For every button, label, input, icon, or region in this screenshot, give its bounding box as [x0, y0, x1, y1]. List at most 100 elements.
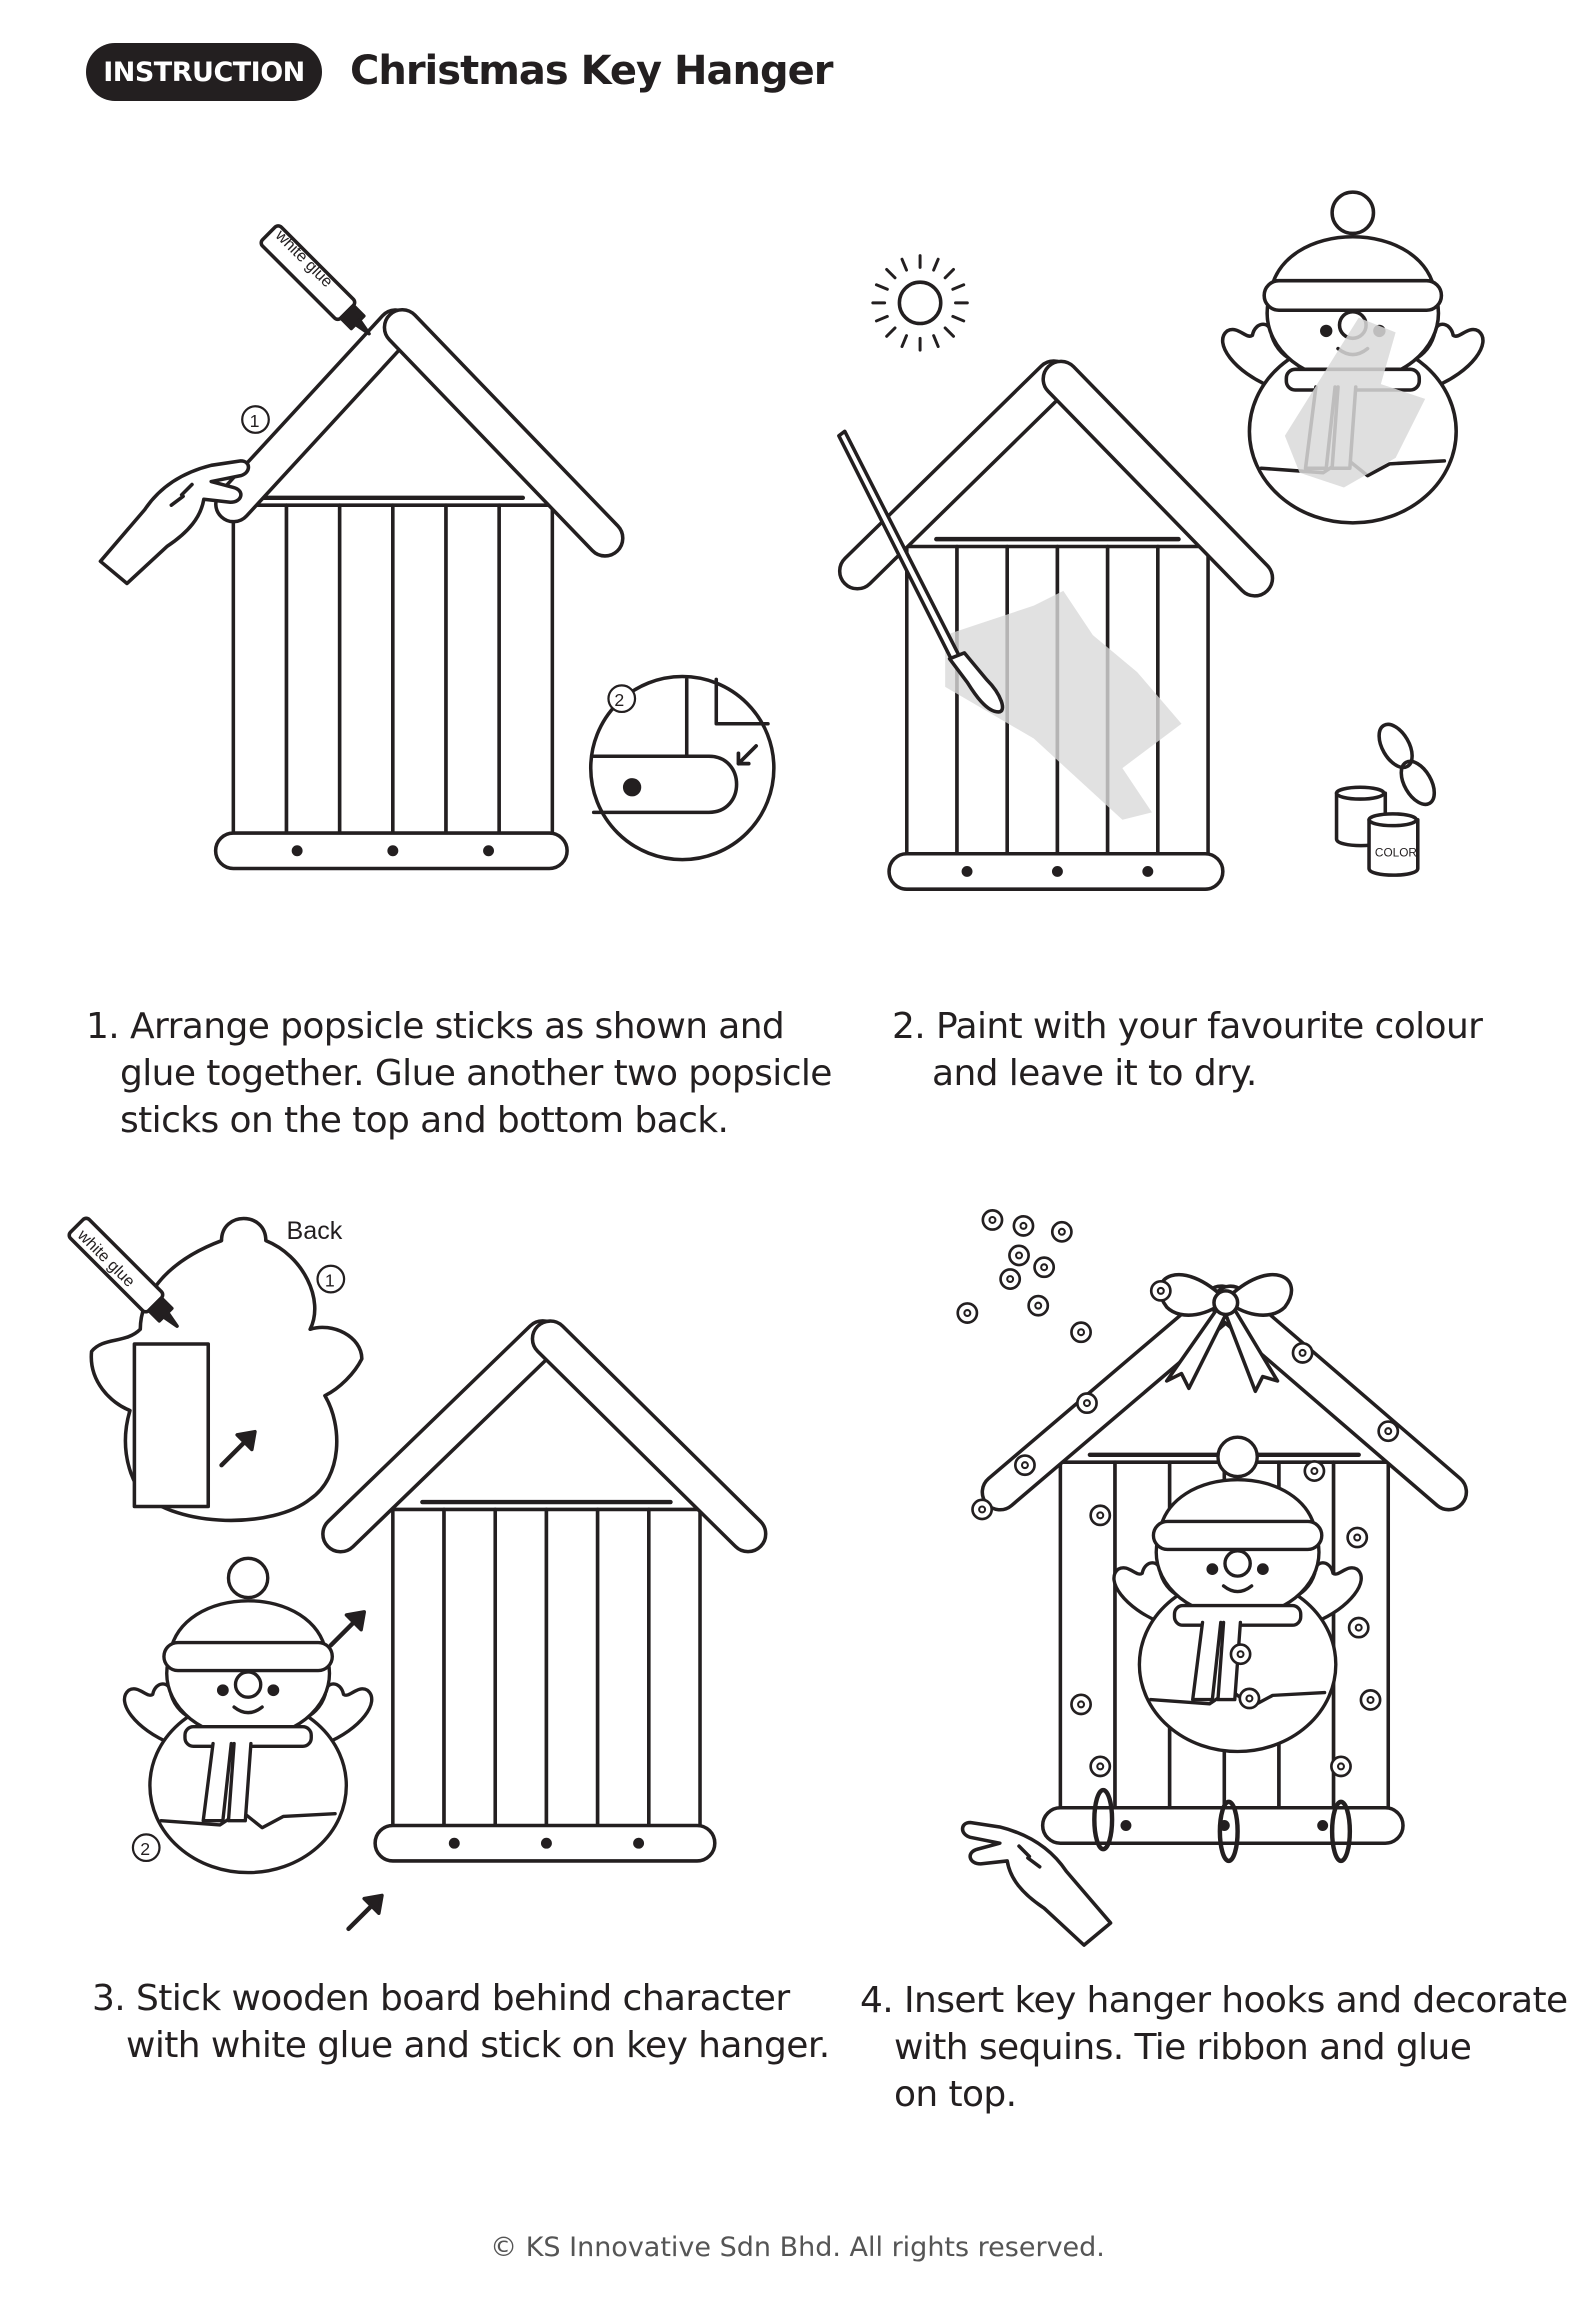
arrow-shaft	[328, 1620, 357, 1648]
glue-tube-step3	[67, 1216, 179, 1328]
eye-right	[1256, 1563, 1269, 1576]
sequin-hole	[1040, 1263, 1049, 1272]
step-4-line: with sequins. Tie ribbon and glue	[894, 2027, 1472, 2068]
ribbon-bow	[1158, 1272, 1294, 1394]
sequin	[1027, 1294, 1050, 1317]
sequin-outer	[1070, 1321, 1092, 1344]
bow-tails	[1164, 1305, 1280, 1394]
sequin-hole	[1353, 1533, 1362, 1542]
sun-ray	[874, 283, 889, 291]
sequin-outer	[971, 1498, 994, 1521]
sequin	[1033, 1256, 1056, 1279]
sequin-hole	[1310, 1467, 1319, 1476]
brush-tip	[947, 651, 1005, 714]
sequin-hole	[988, 1215, 997, 1224]
pot-back-rim	[1334, 785, 1386, 801]
screw-hole	[1142, 865, 1154, 877]
plank	[284, 503, 342, 841]
detail-stick-corner	[591, 677, 770, 815]
arrow-head	[344, 1610, 367, 1632]
plank	[442, 1507, 498, 1834]
pot-lid-2	[1399, 759, 1437, 807]
sequin-hole	[1336, 1762, 1345, 1771]
plank	[595, 1507, 651, 1834]
glue-tube-tip	[353, 318, 371, 336]
sun-ray	[885, 326, 897, 338]
plank	[905, 544, 959, 862]
sun-core	[897, 280, 943, 326]
back-label: Back	[287, 1217, 343, 1245]
arrow-head	[235, 1429, 257, 1452]
sequin-hole	[1034, 1301, 1043, 1310]
sun-ray	[951, 314, 966, 323]
key-hook	[1092, 1787, 1115, 1852]
step-4-line: on top.	[894, 2074, 1017, 2115]
step-1-line: 1. Arrange popsicle sticks as shown and	[86, 1006, 785, 1047]
sequin	[1008, 1244, 1030, 1267]
hat-pompom	[226, 1556, 270, 1600]
sequin-outer	[1027, 1294, 1050, 1317]
sequin-hole	[1384, 1427, 1393, 1436]
nose	[233, 1670, 263, 1699]
roof-stick-right	[530, 1319, 768, 1554]
mouth	[1221, 1584, 1254, 1594]
sequin	[1346, 1526, 1369, 1549]
nose	[1223, 1549, 1252, 1578]
paint-stroke-overlay	[945, 590, 1182, 820]
sequin-outer	[1229, 1643, 1252, 1666]
sun-ray	[943, 267, 955, 280]
marker-1-step1: 1	[250, 411, 260, 431]
paint-stroke-snowman	[1284, 317, 1426, 488]
scarf-ends	[201, 1741, 253, 1823]
step-2-line: 2. Paint with your favourite colour	[892, 1006, 1483, 1047]
paint-pot-label: COLOR	[1375, 846, 1417, 860]
plank	[391, 503, 448, 841]
sequin-outer	[1089, 1504, 1112, 1527]
eye-left	[1320, 324, 1333, 338]
sequin-hole	[1096, 1511, 1105, 1520]
sequin-hole	[1354, 1623, 1363, 1632]
arrow-shaft	[346, 1903, 374, 1932]
step-marker	[241, 405, 270, 434]
step-marker	[607, 684, 637, 714]
sequin-outer	[956, 1302, 979, 1324]
detail-arrow	[736, 744, 758, 766]
arrow-board	[219, 1429, 257, 1468]
sequin	[1014, 1454, 1036, 1477]
sun-ray	[943, 326, 955, 338]
step-4-text: 4. Insert key hanger hooks and decorate …	[860, 1977, 1568, 2118]
sequin	[1089, 1504, 1112, 1527]
eye-left	[216, 1684, 229, 1697]
screw-hole	[1317, 1820, 1329, 1831]
sun-ray	[885, 267, 897, 280]
hand-outline	[98, 459, 251, 586]
sequin-outer	[1089, 1755, 1112, 1778]
sequin-hole	[1298, 1348, 1307, 1357]
sequin-outer	[1012, 1214, 1035, 1237]
sequin-outer	[1008, 1244, 1030, 1267]
hand-step1	[98, 459, 251, 586]
sequin-outer	[1346, 1526, 1369, 1549]
sequin-hole	[1096, 1762, 1105, 1771]
marker-2-step3: 2	[140, 1839, 150, 1859]
plank	[493, 1507, 549, 1834]
step-3-line: 3. Stick wooden board behind character	[92, 1978, 790, 2019]
sequin	[1050, 1220, 1073, 1243]
plank	[544, 1507, 600, 1834]
sequin	[1303, 1460, 1326, 1482]
body-crack	[159, 1809, 337, 1830]
glue-tube-tip	[161, 1310, 179, 1328]
step-1-text: 1. Arrange popsicle sticks as shown and …	[86, 1003, 832, 1144]
arrow-up-1	[328, 1610, 367, 1648]
wooden-board	[132, 1342, 211, 1509]
roof-stick-right	[1041, 359, 1275, 598]
sun-ray	[900, 334, 908, 348]
pot-front-rim	[1367, 812, 1419, 828]
sequin	[971, 1498, 994, 1521]
copyright-footer: © KS Innovative Sdn Bhd. All rights rese…	[490, 2232, 1105, 2263]
sequin	[956, 1302, 979, 1324]
marker-1-step3: 1	[325, 1270, 335, 1290]
plank	[391, 1507, 446, 1834]
hand-outline	[960, 1820, 1113, 1947]
